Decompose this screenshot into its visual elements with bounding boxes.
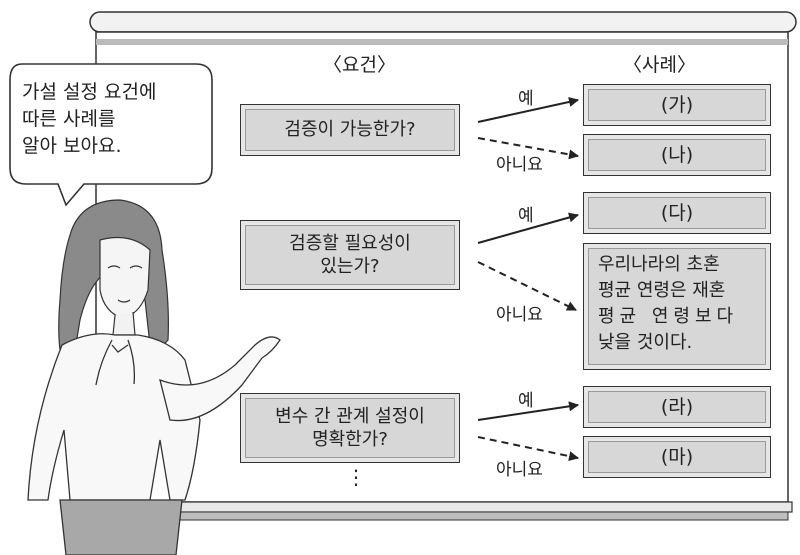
requirement-header: 〈요건〉 xyxy=(323,54,396,76)
example-text-line: 우리나라의 초혼 xyxy=(598,254,720,275)
no-arrow-3 xyxy=(477,436,579,462)
no-arrow-1 xyxy=(477,137,579,160)
example-box-ga: (가) xyxy=(583,84,771,126)
example-text-line: 낮을 것이다. xyxy=(598,332,693,353)
requirement-text: 검증할 필요성이 xyxy=(289,232,411,254)
example-box-hypothesis: 우리나라의 초혼 평균 연령은 재혼 평균 연령보다 낮을 것이다. xyxy=(583,243,771,370)
example-header: 〈사례〉 xyxy=(623,54,696,76)
requirement-box-necessity: 검증할 필요성이 있는가? xyxy=(240,220,460,290)
no-label: 아니요 xyxy=(496,305,543,325)
teacher-illustration xyxy=(27,199,281,555)
speech-bubble-text: 가설 설정 요건에 따른 사례를 알아 보아요. xyxy=(22,81,157,157)
no-label: 아니요 xyxy=(496,155,543,175)
requirement-text: 변수 간 관계 설정이 xyxy=(275,405,425,427)
requirement-text: 검증이 가능한가? xyxy=(284,119,416,141)
yes-label: 예 xyxy=(518,391,534,411)
yes-arrow-3 xyxy=(477,401,579,421)
example-label: (나) xyxy=(660,143,694,166)
yes-arrow-1 xyxy=(477,97,579,123)
example-box-ma: (마) xyxy=(583,436,771,478)
example-box-na: (나) xyxy=(583,134,771,176)
speech-bubble xyxy=(9,63,213,207)
no-arrow-2 xyxy=(477,261,577,311)
continuation-ellipsis: ⋮ xyxy=(346,465,366,489)
example-label: (라) xyxy=(660,395,694,418)
yes-arrow-2 xyxy=(477,212,579,244)
example-text-line: 평균 연령은 재혼 xyxy=(598,280,726,301)
requirement-text: 있는가? xyxy=(320,256,380,277)
yes-label: 예 xyxy=(518,206,534,226)
requirement-box-verifiable: 검증이 가능한가? xyxy=(240,104,460,156)
yes-label: 예 xyxy=(518,89,534,109)
requirement-text: 명확한가? xyxy=(312,429,388,450)
example-box-ra: (라) xyxy=(583,386,771,428)
no-label: 아니요 xyxy=(496,460,543,480)
example-text-line: 평균 연령보다 xyxy=(598,306,739,327)
requirement-box-variable-relation: 변수 간 관계 설정이 명확한가? xyxy=(240,393,460,463)
example-label: (가) xyxy=(660,93,694,116)
example-label: (마) xyxy=(660,445,694,468)
example-label: (다) xyxy=(660,201,694,224)
example-box-da: (다) xyxy=(583,192,771,234)
